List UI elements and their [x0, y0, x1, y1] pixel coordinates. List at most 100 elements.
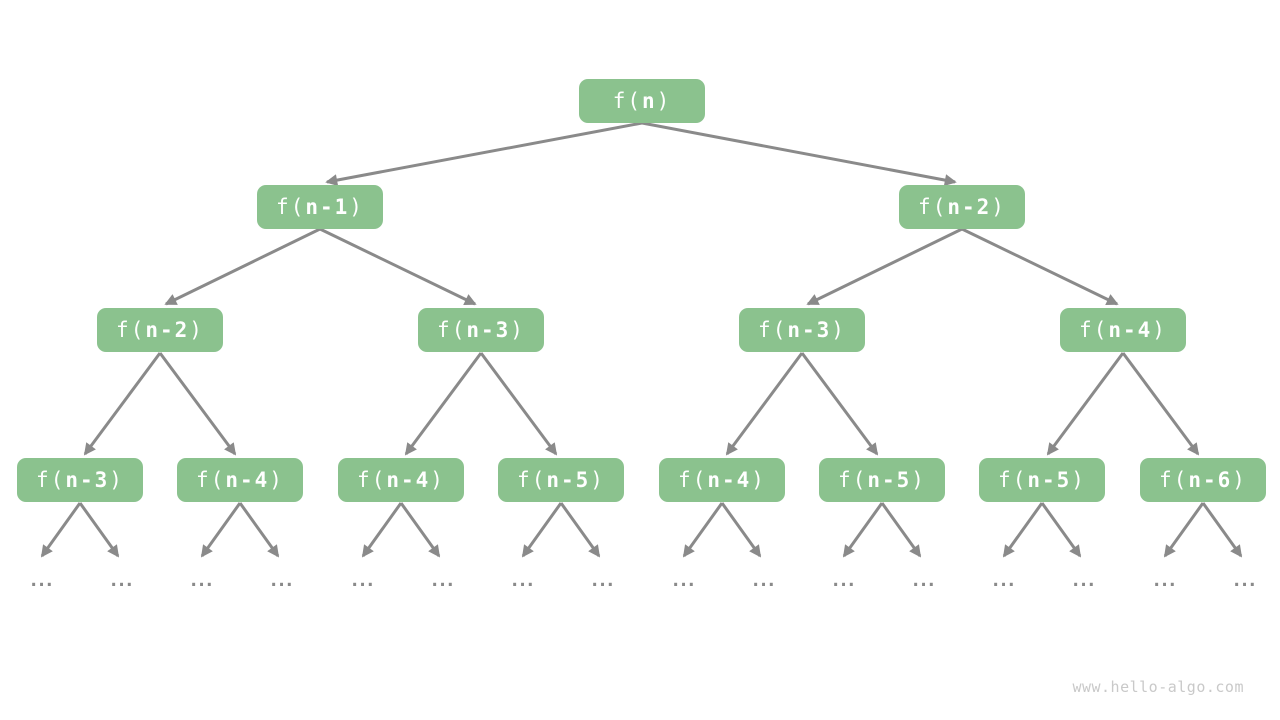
tree-node: f(n) [579, 79, 705, 123]
tree-node: f(n-4) [659, 458, 785, 502]
node-label-prefix: f( [838, 468, 868, 492]
edge-arrow [479, 352, 558, 456]
node-label-suffix: ) [1152, 318, 1167, 342]
ellipsis-leaf: ... [268, 570, 295, 591]
edge-arrow [164, 227, 321, 306]
node-label-arg: n-1 [305, 195, 350, 219]
edge-arrow [1201, 502, 1243, 558]
node-label-prefix: f( [357, 468, 387, 492]
edge-arrow [842, 502, 884, 558]
tree-node: f(n-3) [418, 308, 544, 352]
node-label-arg: n-4 [386, 468, 431, 492]
edge-arrow [682, 502, 724, 558]
tree-node: f(n-5) [979, 458, 1105, 502]
tree-node: f(n-5) [819, 458, 945, 502]
node-label-prefix: f( [918, 195, 948, 219]
node-label-arg: n-3 [65, 468, 110, 492]
ellipsis-leaf: ... [429, 570, 456, 591]
watermark: www.hello-algo.com [1072, 678, 1244, 696]
ellipsis-leaf: ... [1151, 570, 1178, 591]
node-label-suffix: ) [430, 468, 445, 492]
edge-arrow [800, 352, 879, 456]
node-label-prefix: f( [276, 195, 306, 219]
node-label-suffix: ) [1071, 468, 1086, 492]
edge-arrow [641, 121, 957, 187]
tree-node: f(n-4) [338, 458, 464, 502]
node-label-prefix: f( [758, 318, 788, 342]
edge-arrow [559, 502, 601, 558]
edge-arrow [78, 502, 120, 558]
node-label-prefix: f( [1079, 318, 1109, 342]
tree-node: f(n-4) [1060, 308, 1186, 352]
ellipsis-leaf: ... [349, 570, 376, 591]
node-label-suffix: ) [1232, 468, 1247, 492]
edge-arrow [1040, 502, 1082, 558]
ellipsis-leaf: ... [108, 570, 135, 591]
node-label-suffix: ) [349, 195, 364, 219]
tree-node: f(n-2) [97, 308, 223, 352]
node-label-suffix: ) [751, 468, 766, 492]
edge-arrow [200, 502, 242, 558]
node-label-suffix: ) [590, 468, 605, 492]
node-label-suffix: ) [656, 89, 672, 113]
node-label-arg: n-2 [947, 195, 992, 219]
node-label-suffix: ) [109, 468, 124, 492]
node-label-prefix: f( [116, 318, 146, 342]
node-label-arg: n-3 [466, 318, 511, 342]
node-label-arg: n-5 [1027, 468, 1072, 492]
node-label-prefix: f( [678, 468, 708, 492]
node-label-prefix: f( [196, 468, 226, 492]
node-label-arg: n-4 [1108, 318, 1153, 342]
node-label-prefix: f( [612, 89, 642, 113]
node-label-suffix: ) [991, 195, 1006, 219]
node-label-prefix: f( [1159, 468, 1189, 492]
edge-arrow [1121, 352, 1200, 456]
edge-arrow [720, 502, 762, 558]
node-label-suffix: ) [510, 318, 525, 342]
tree-node: f(n-1) [257, 185, 383, 229]
node-label-arg: n-4 [707, 468, 752, 492]
node-label-arg: n [641, 89, 657, 113]
node-label-suffix: ) [189, 318, 204, 342]
node-label-prefix: f( [517, 468, 547, 492]
node-label-arg: n-3 [787, 318, 832, 342]
node-label-arg: n-4 [225, 468, 270, 492]
node-label-suffix: ) [269, 468, 284, 492]
edge-arrow [83, 352, 162, 456]
ellipsis-leaf: ... [509, 570, 536, 591]
edge-arrow [880, 502, 922, 558]
edge-arrow [961, 227, 1119, 306]
ellipsis-leaf: ... [910, 570, 937, 591]
node-label-prefix: f( [437, 318, 467, 342]
edge-arrow [158, 352, 237, 456]
tree-node: f(n-4) [177, 458, 303, 502]
edge-arrow [325, 121, 643, 187]
edge-arrow [806, 227, 963, 306]
edge-arrow [1002, 502, 1044, 558]
ellipsis-leaf: ... [1070, 570, 1097, 591]
edge-arrow [399, 502, 441, 558]
tree-node: f(n-6) [1140, 458, 1266, 502]
ellipsis-leaf: ... [188, 570, 215, 591]
node-label-arg: n-5 [546, 468, 591, 492]
node-label-suffix: ) [911, 468, 926, 492]
ellipsis-leaf: ... [670, 570, 697, 591]
tree-node: f(n-3) [17, 458, 143, 502]
node-label-prefix: f( [998, 468, 1028, 492]
ellipsis-leaf: ... [589, 570, 616, 591]
edge-arrow [238, 502, 280, 558]
edge-arrow [1163, 502, 1205, 558]
node-label-arg: n-2 [145, 318, 190, 342]
ellipsis-leaf: ... [990, 570, 1017, 591]
ellipsis-leaf: ... [830, 570, 857, 591]
ellipsis-leaf: ... [1231, 570, 1258, 591]
edge-arrow [319, 227, 477, 306]
edge-arrow [1046, 352, 1125, 456]
tree-node: f(n-5) [498, 458, 624, 502]
ellipsis-leaf: ... [750, 570, 777, 591]
edge-arrow [404, 352, 483, 456]
node-label-arg: n-6 [1188, 468, 1233, 492]
edge-arrow [361, 502, 403, 558]
